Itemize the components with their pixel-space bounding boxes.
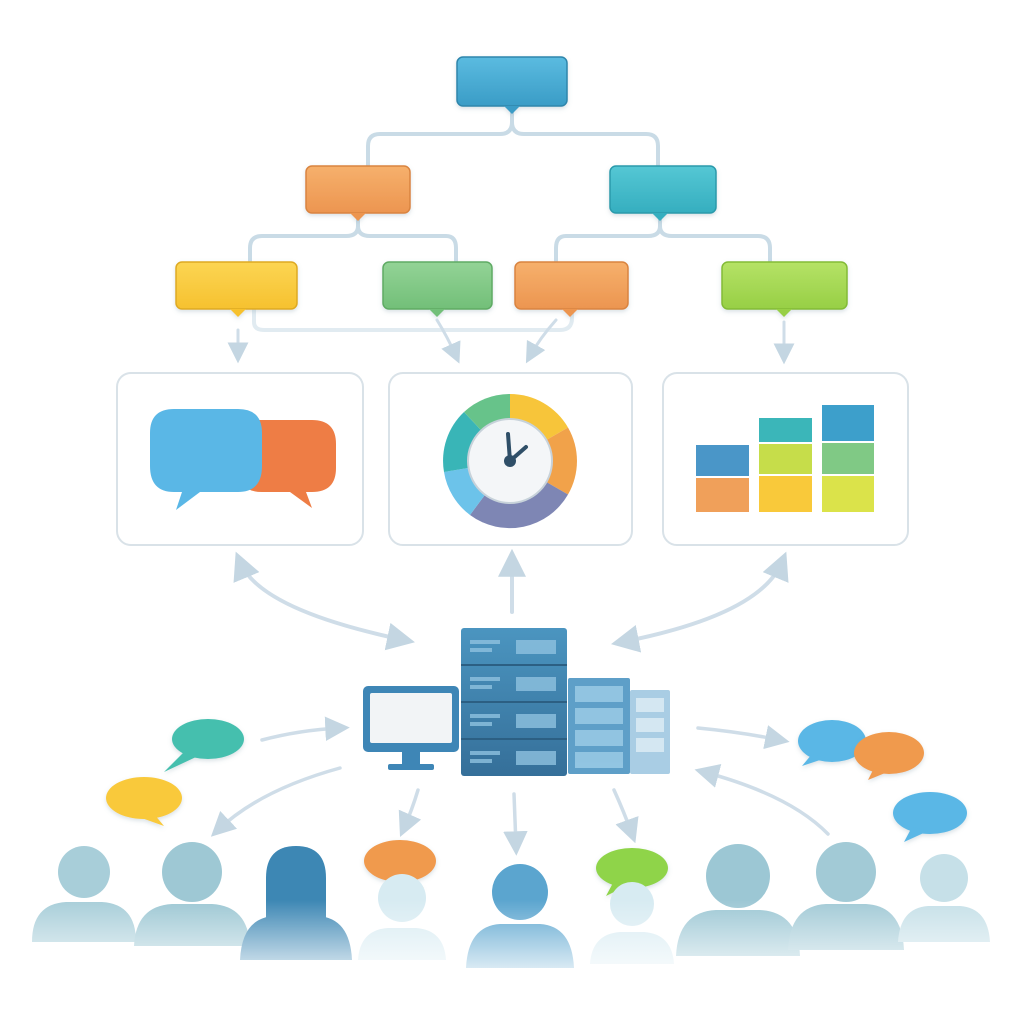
clock-gauge-icon — [443, 393, 577, 529]
bubble-yellow — [106, 777, 182, 826]
level3-node-2[interactable] — [382, 261, 493, 317]
crowd-fade — [0, 900, 1024, 980]
hierarchy-connectors — [248, 104, 772, 332]
connector-right-branch — [554, 212, 772, 264]
user-crowd — [0, 842, 1024, 980]
level3-node-3[interactable] — [514, 261, 629, 317]
panel-bars[interactable] — [662, 372, 909, 546]
bubble-blue-right — [798, 720, 866, 766]
root-node[interactable] — [456, 56, 568, 114]
bubble-orange-right — [854, 732, 924, 780]
connector-base-loop — [252, 308, 574, 332]
monitor-icon — [363, 686, 459, 770]
level2-node-right[interactable] — [609, 165, 717, 221]
server-rack-icon — [461, 628, 670, 776]
bar-blocks-icon — [696, 405, 874, 512]
panel-row — [116, 372, 909, 546]
hierarchy-tree — [175, 56, 848, 317]
level2-node-left[interactable] — [305, 165, 411, 221]
level3-node-4[interactable] — [721, 261, 848, 317]
bubble-teal — [164, 719, 244, 772]
connector-left-branch — [248, 212, 458, 264]
arrow-down-3 — [525, 318, 558, 364]
connector-root-to-level2 — [366, 104, 660, 168]
arrow-down-2 — [435, 318, 461, 364]
user-bubbles — [106, 719, 967, 896]
chat-bubbles-icon — [150, 409, 336, 510]
bubble-blue-far-right — [893, 792, 967, 842]
tree-to-panel-arrows — [227, 318, 795, 365]
hub-user-arrows — [210, 716, 830, 856]
arrow-hub-to-chat — [233, 551, 415, 651]
arrow-hub-to-bars — [611, 551, 789, 653]
level3-node-1[interactable] — [175, 261, 298, 317]
central-hub[interactable] — [363, 628, 670, 776]
panel-chat[interactable] — [116, 372, 364, 546]
panel-clock[interactable] — [388, 372, 633, 546]
panel-hub-arrows — [233, 548, 789, 653]
